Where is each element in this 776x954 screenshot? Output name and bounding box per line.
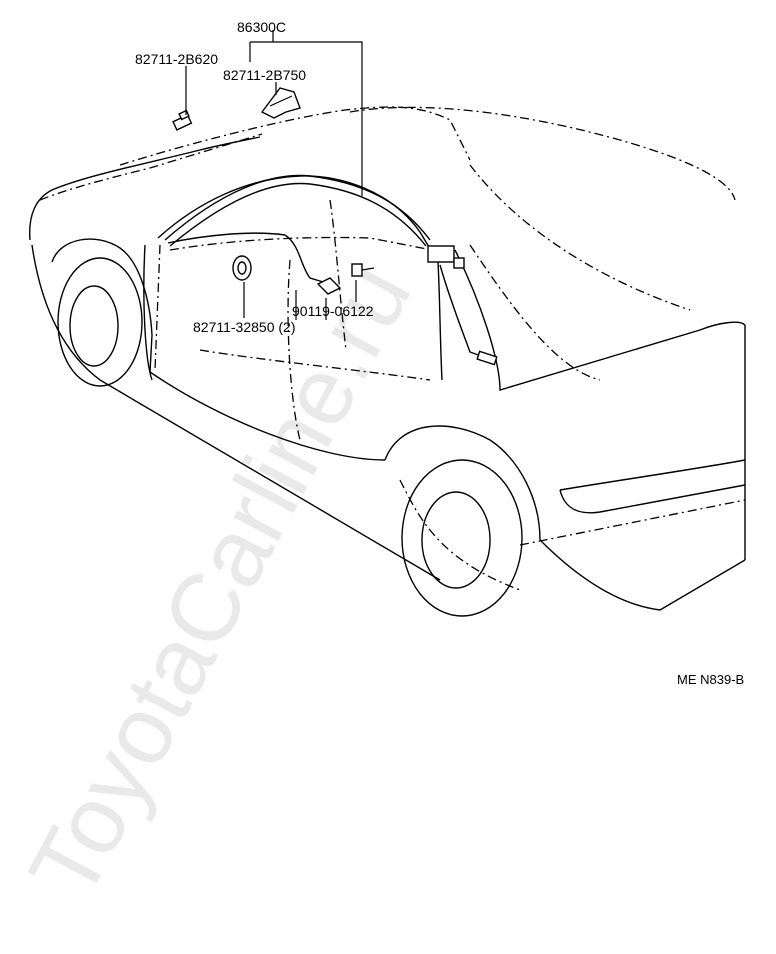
label-part-82711-32850: 82711-32850 (2) — [193, 319, 295, 335]
clip-82711-2B620 — [172, 109, 193, 131]
bolt-90119-06122 — [351, 263, 375, 277]
watermark-text: ToyotaCarline.ru — [9, 247, 432, 914]
antenna-connector-86300C — [427, 245, 465, 269]
cable-terminal — [476, 350, 498, 366]
rear-connector — [316, 277, 342, 295]
antenna-cable — [164, 174, 493, 361]
clamp-82711-32850 — [232, 255, 252, 281]
label-part-90119-06122: 90119-06122 — [292, 303, 374, 319]
label-assembly-86300C: 86300C — [237, 19, 286, 35]
leader-lines — [185, 30, 363, 320]
figure-code: ME N839-B — [677, 672, 744, 687]
clip-82711-2B750 — [260, 87, 301, 119]
label-part-82711-2B620: 82711-2B620 — [135, 51, 218, 67]
label-part-82711-2B750: 82711-2B750 — [223, 67, 306, 83]
